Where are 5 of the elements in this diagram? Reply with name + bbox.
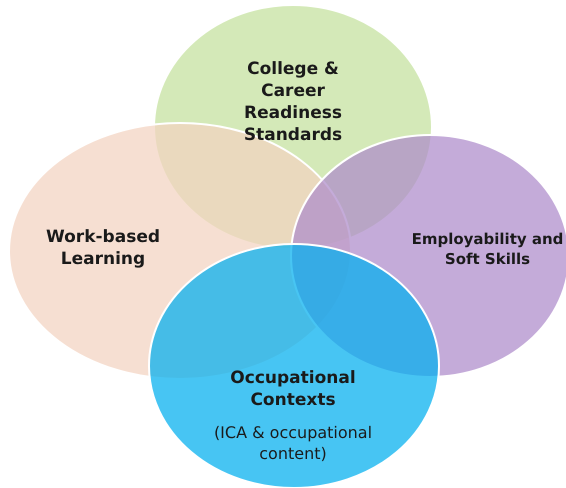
circle-title: Employability and Soft Skills <box>410 230 564 269</box>
circle-title: College & Career Readiness Standards <box>242 58 344 146</box>
circle-title: Occupational Contexts <box>229 367 357 412</box>
circle-subtitle: (ICA & occupational content) <box>212 423 374 465</box>
circle-title: Work-based Learning <box>44 226 162 270</box>
